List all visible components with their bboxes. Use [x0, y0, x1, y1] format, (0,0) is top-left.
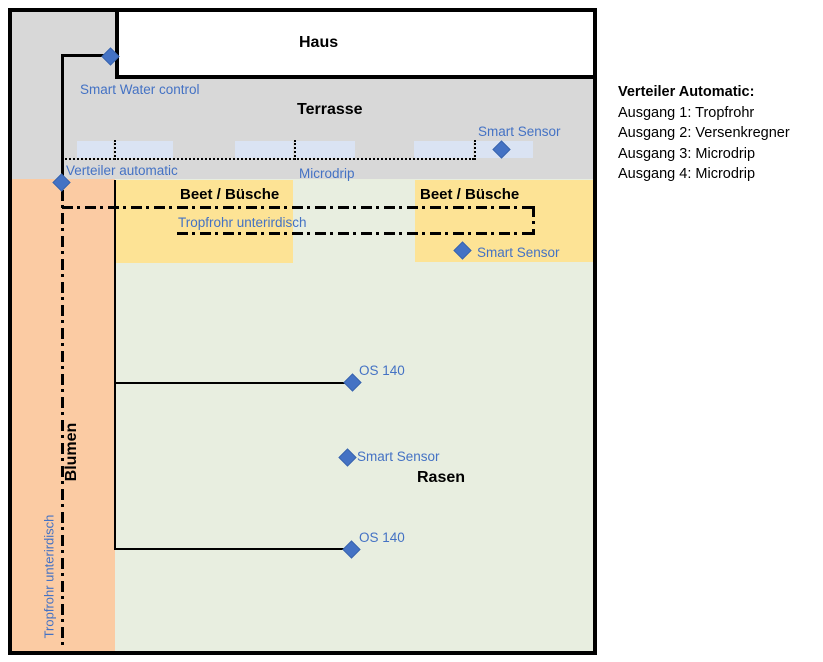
supply-pipe-horizontal: [61, 54, 113, 57]
terrace-tile: [77, 141, 113, 158]
verteiler-automatic-label: Verteiler automatic: [66, 163, 178, 178]
sprinkler-branch-lower: [115, 548, 353, 550]
terrace-tile: [235, 141, 293, 158]
supply-pipe-vertical: [61, 54, 64, 184]
dripline-beet-top: [62, 206, 535, 209]
legend-item-ausgang-1: Ausgang 1: Tropfrohr: [618, 104, 755, 121]
microdrip-label: Microdrip: [299, 166, 355, 181]
legend: Verteiler Automatic: Ausgang 1: Tropfroh…: [618, 82, 790, 185]
tile-separator: [114, 140, 116, 160]
smart-water-control-label: Smart Water control: [80, 82, 200, 97]
tile-separator: [474, 140, 476, 160]
lawn-main-pipe: [114, 180, 116, 550]
terrace-tile: [414, 141, 473, 158]
os140-upper-label: OS 140: [359, 363, 405, 378]
beet-right-label: Beet / Büsche: [420, 186, 520, 203]
haus-box: [115, 8, 597, 79]
tile-separator: [294, 140, 296, 160]
terrasse-label: Terrasse: [297, 101, 363, 118]
dripline-beet-return: [532, 206, 535, 235]
os140-lower-label: OS 140: [359, 530, 405, 545]
legend-item-ausgang-3: Ausgang 3: Microdrip: [618, 145, 756, 162]
smart-sensor-terrasse-label: Smart Sensor: [478, 124, 561, 139]
tropfrohr-beet-label: Tropfrohr unterirdisch: [178, 215, 307, 230]
smart-sensor-beet-label: Smart Sensor: [477, 245, 560, 260]
terrace-dripline: [62, 158, 474, 160]
beet-left-label: Beet / Büsche: [180, 186, 280, 203]
haus-label: Haus: [299, 34, 339, 51]
beet-area-right: [415, 180, 593, 262]
tropfrohr-blumen-label: Tropfrohr unterirdisch: [41, 514, 57, 639]
legend-title: Verteiler Automatic:: [618, 84, 755, 100]
dripline-beet-bottom: [177, 232, 535, 235]
dripline-blumen-vertical: [61, 190, 64, 648]
beet-area-left: [115, 180, 293, 263]
rasen-label: Rasen: [417, 469, 466, 486]
blumen-label: Blumen: [63, 422, 80, 482]
terrace-tile: [295, 141, 355, 158]
legend-item-ausgang-4: Ausgang 4: Microdrip: [618, 166, 756, 182]
sprinkler-branch-upper: [115, 382, 353, 384]
smart-sensor-rasen-label: Smart Sensor: [357, 449, 440, 464]
legend-item-ausgang-2: Ausgang 2: Versenkregner: [618, 125, 790, 141]
terrace-tile: [115, 141, 173, 158]
